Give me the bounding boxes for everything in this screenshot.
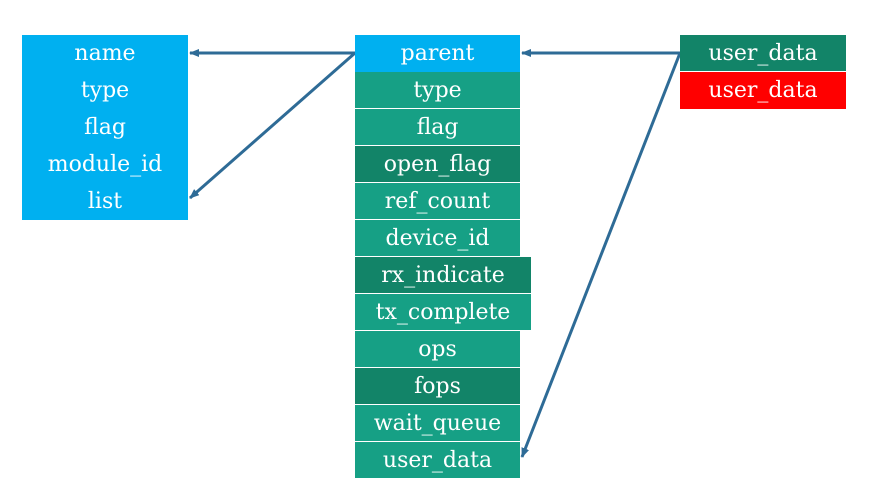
derived-field-user-data: user_data [680, 35, 846, 72]
device-field-ref-count: ref_count [355, 183, 520, 220]
device-field-user-data: user_data [355, 442, 520, 479]
device-field-open-flag: open_flag [355, 146, 520, 183]
device-field-flag: flag [355, 109, 520, 146]
device-field-type: type [355, 72, 520, 109]
object-field-list: list [22, 183, 188, 220]
device-field-fops: fops [355, 368, 520, 405]
device-field-ops: ops [355, 331, 520, 368]
object-field-flag: flag [22, 109, 188, 146]
device-field-rx-indicate: rx_indicate [355, 257, 531, 294]
device-field-tx-complete: tx_complete [355, 294, 531, 331]
object-field-name: name [22, 35, 188, 72]
device-field-device-id: device_id [355, 220, 520, 257]
arrow-parent-to-list [189, 51, 356, 200]
device-field-parent: parent [355, 35, 520, 72]
derived-field-user-data-highlight: user_data [680, 72, 846, 109]
device-field-wait-queue: wait_queue [355, 405, 520, 442]
object-field-type: type [22, 72, 188, 109]
arrow-user-data-to-device-user-data [520, 52, 682, 458]
object-field-module-id: module_id [22, 146, 188, 183]
